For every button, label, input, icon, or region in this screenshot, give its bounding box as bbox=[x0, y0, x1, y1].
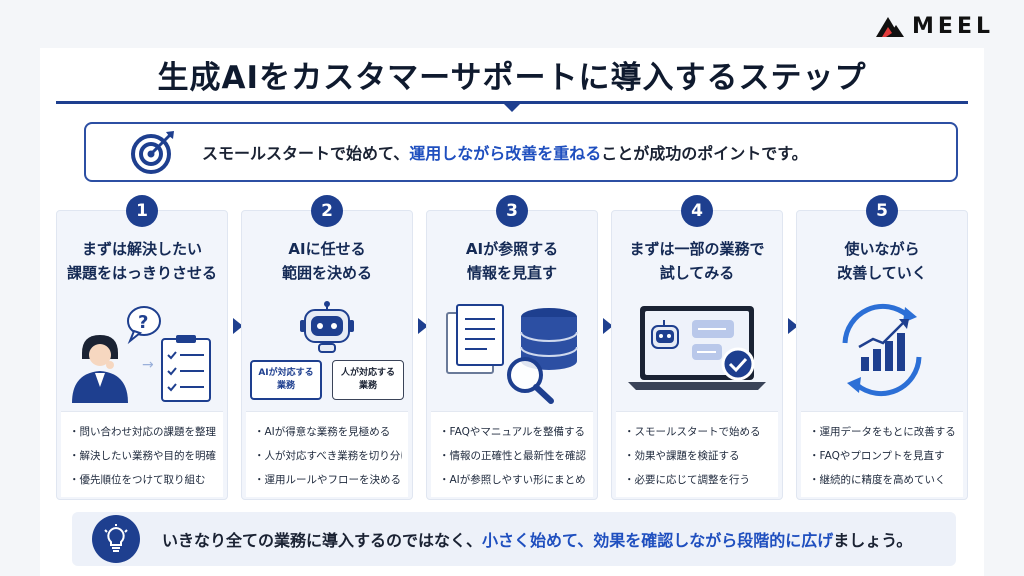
documents-database-magnifier-icon bbox=[427, 293, 597, 407]
step-title: まずは解決したい課題をはっきりさせる bbox=[66, 240, 217, 282]
title-underline bbox=[56, 101, 968, 112]
key-point-box: スモールスタートで始めて、運用しながら改善を重ねることが成功のポイントです。 bbox=[84, 122, 958, 182]
list-item: AIが得意な業務を見極める bbox=[254, 420, 402, 444]
list-item: 継続的に精度を高めていく bbox=[809, 468, 957, 492]
key-point-highlight: 運用しながら改善を重ねる bbox=[409, 144, 602, 163]
person-thinking-checklist-icon: ? → bbox=[57, 293, 227, 407]
step-title: AIに任せる範囲を決める bbox=[281, 240, 372, 282]
step-title: 使いながら改善していく bbox=[837, 240, 927, 282]
list-item: FAQやプロンプトを見直す bbox=[809, 444, 957, 468]
list-item: スモールスタートで始める bbox=[624, 420, 772, 444]
step-number: 3 bbox=[496, 195, 528, 227]
step-arrow-icon bbox=[603, 318, 613, 334]
brand-logo: MEEL bbox=[874, 14, 994, 39]
chip-human-tasks: 人が対応する業務 bbox=[332, 360, 404, 400]
chip-ai-tasks: AIが対応する業務 bbox=[250, 360, 322, 400]
list-item: FAQやマニュアルを整備する bbox=[439, 420, 587, 444]
laptop-chatbot-check-icon bbox=[612, 293, 782, 407]
step-checklist: 運用データをもとに改善する FAQやプロンプトを見直す 継続的に精度を高めていく bbox=[801, 411, 963, 497]
list-item: 必要に応じて調整を行う bbox=[624, 468, 772, 492]
step-number: 5 bbox=[866, 195, 898, 227]
step-checklist: FAQやマニュアルを整備する 情報の正確性と最新性を確認する AIが参照しやすい… bbox=[431, 411, 593, 497]
lightbulb-icon bbox=[92, 515, 140, 563]
step-number: 2 bbox=[311, 195, 343, 227]
page-title: 生成AIをカスタマーサポートに導入するステップ bbox=[157, 60, 867, 96]
step-title: AIが参照する情報を見直す bbox=[465, 240, 559, 282]
tip-banner: いきなり全ての業務に導入するのではなく、小さく始めて、効果を確認しながら段階的に… bbox=[72, 512, 956, 566]
list-item: 優先順位をつけて取り組む bbox=[69, 468, 217, 492]
key-point-text: スモールスタートで始めて、運用しながら改善を重ねることが成功のポイントです。 bbox=[202, 144, 808, 163]
list-item: 人が対応すべき業務を切り分ける bbox=[254, 444, 403, 468]
list-item: 運用データをもとに改善する bbox=[809, 420, 957, 444]
step-number: 1 bbox=[126, 195, 158, 227]
target-icon bbox=[131, 131, 174, 174]
robot-icon: AIが対応する業務 人が対応する業務 bbox=[242, 293, 412, 407]
step-checklist: AIが得意な業務を見極める 人が対応すべき業務を切り分ける 運用ルールやフローを… bbox=[246, 411, 408, 497]
list-item: 効果や課題を検証する bbox=[624, 444, 772, 468]
step-title: まずは一部の業務で試してみる bbox=[629, 240, 765, 282]
growth-chart-cycle-icon bbox=[797, 293, 967, 407]
tip-highlight: 小さく始めて、効果を確認しながら段階的に広げ bbox=[482, 531, 834, 550]
step-arrow-icon bbox=[788, 318, 798, 334]
steps-row: 1 まずは解決したい課題をはっきりさせる ? → bbox=[56, 194, 968, 500]
tip-text: いきなり全ての業務に導入するのではなく、小さく始めて、効果を確認しながら段階的に… bbox=[162, 531, 913, 550]
step-arrow-icon bbox=[233, 318, 243, 334]
list-item: 解決したい業務や目的を明確にする bbox=[69, 444, 218, 468]
step-card-2: 2 AIに任せる範囲を決める AIが対応する業務 人が対応す bbox=[241, 195, 413, 500]
list-item: AIが参照しやすい形にまとめる bbox=[439, 468, 588, 492]
step-card-1: 1 まずは解決したい課題をはっきりさせる ? → bbox=[56, 195, 228, 500]
step-arrow-icon bbox=[418, 318, 428, 334]
svg-text:→: → bbox=[142, 357, 154, 373]
brand-name: MEEL bbox=[912, 14, 994, 39]
list-item: 情報の正確性と最新性を確認する bbox=[439, 444, 588, 468]
mountain-logo-icon bbox=[876, 16, 905, 37]
step-checklist: 問い合わせ対応の課題を整理する 解決したい業務や目的を明確にする 優先順位をつけ… bbox=[61, 411, 223, 497]
step-checklist: スモールスタートで始める 効果や課題を検証する 必要に応じて調整を行う bbox=[616, 411, 778, 497]
list-item: 問い合わせ対応の課題を整理する bbox=[69, 420, 218, 444]
step-number: 4 bbox=[681, 195, 713, 227]
question-mark: ? bbox=[138, 312, 148, 333]
list-item: 運用ルールやフローを決める bbox=[254, 468, 402, 492]
